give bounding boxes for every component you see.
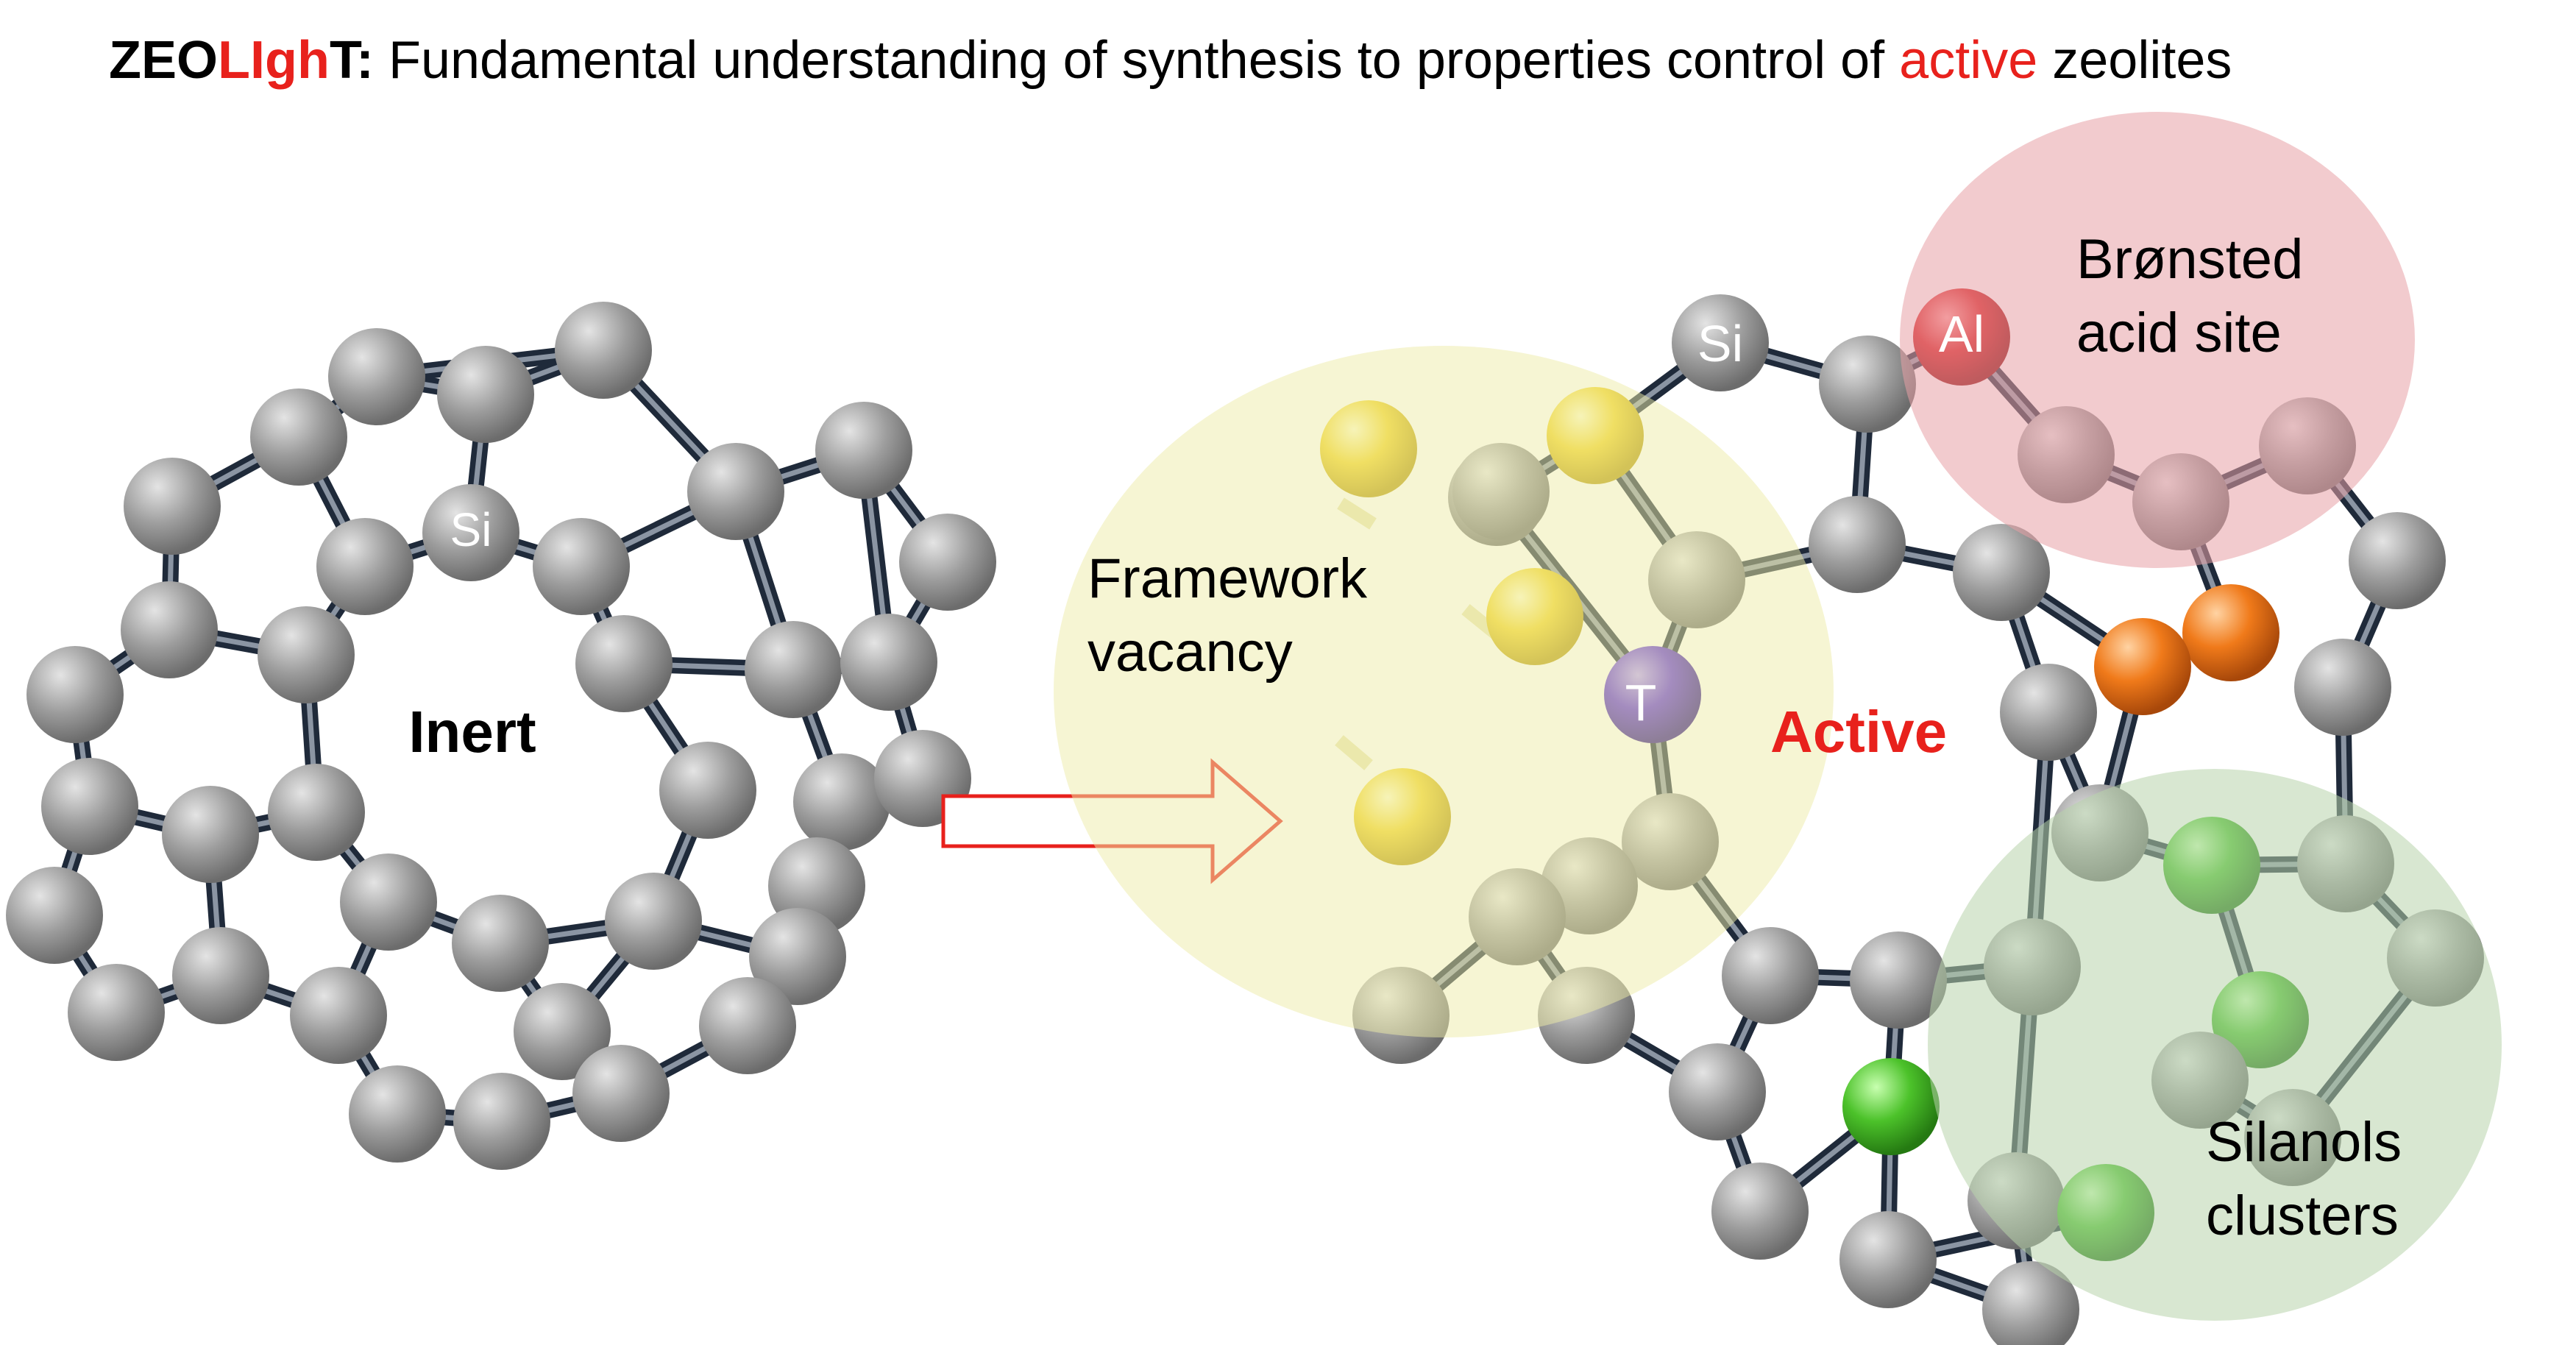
- gray-atom: [1819, 336, 1916, 433]
- gray-atom: [533, 518, 630, 615]
- gray-atom: [349, 1065, 446, 1163]
- gray-atom: [575, 615, 673, 712]
- page-title: ZEOLIghT: Fundamental understanding of s…: [109, 28, 2232, 93]
- gray-atom: [6, 867, 103, 964]
- gray-atom: [340, 854, 437, 951]
- si-atom: [422, 484, 519, 581]
- title-text-after: zeolites: [2037, 31, 2232, 90]
- gray-atom: [2294, 639, 2391, 736]
- left-si-label: Si: [450, 503, 492, 556]
- gray-atom: [1839, 1211, 1937, 1308]
- acid-site-atom: [2094, 618, 2191, 715]
- gray-atom: [328, 328, 425, 425]
- gray-atom: [687, 443, 784, 540]
- al-label: Al: [1939, 305, 1984, 363]
- left-framework-atoms: [6, 302, 996, 1170]
- brand-part-ligh: LIgh: [218, 31, 330, 90]
- gray-atom: [555, 302, 652, 399]
- gray-atom: [1669, 1043, 1766, 1140]
- gray-atom: [745, 621, 842, 718]
- title-highlight: active: [1899, 31, 2038, 90]
- gray-atom: [605, 873, 702, 970]
- gray-atom: [1722, 927, 1819, 1024]
- gray-atom: [699, 977, 796, 1074]
- gray-atom: [452, 895, 549, 992]
- active-label: Active: [1770, 699, 1947, 764]
- bronsted-label-line2: acid site: [2076, 302, 2282, 364]
- gray-atom: [250, 388, 347, 486]
- gray-atom: [162, 786, 259, 883]
- gray-atom: [659, 742, 756, 839]
- gray-atom: [840, 614, 937, 711]
- brand-name: ZEOLIghT:: [109, 31, 374, 90]
- bronsted-label-line1: Brønsted: [2076, 228, 2303, 291]
- acid-site-atom: [2182, 584, 2279, 681]
- gray-atom: [124, 458, 221, 555]
- gray-atom: [2000, 664, 2097, 761]
- gray-atom: [26, 646, 124, 743]
- right-si-label: Si: [1697, 315, 1743, 372]
- gray-atom: [41, 758, 138, 855]
- framework-vacancy-label-line2: vacancy: [1087, 621, 1293, 684]
- gray-atom: [437, 346, 534, 443]
- gray-atom: [258, 606, 355, 703]
- gray-atom: [121, 581, 218, 678]
- gray-atom: [268, 764, 365, 861]
- title-text-before: Fundamental understanding of synthesis t…: [373, 31, 1900, 90]
- gray-atom: [316, 518, 414, 615]
- gray-atom: [899, 514, 996, 611]
- t-atom-label: T: [1625, 674, 1657, 731]
- gray-atom: [514, 983, 611, 1080]
- gray-atom: [1809, 496, 1906, 593]
- inert-label: Inert: [408, 699, 536, 764]
- gray-atom: [1850, 931, 1947, 1029]
- gray-atom: [1711, 1163, 1809, 1260]
- si-atom: [1672, 294, 1769, 391]
- gray-atom: [572, 1045, 670, 1142]
- silanols-region: [1928, 769, 2502, 1321]
- framework-vacancy-label-line1: Framework: [1087, 547, 1368, 610]
- gray-atom: [290, 967, 387, 1064]
- gray-atom: [1953, 524, 2050, 621]
- brand-part-t: T: [329, 31, 356, 90]
- gray-atom: [793, 753, 890, 851]
- brand-part-zeo: ZEO: [109, 31, 219, 90]
- gray-atom: [749, 908, 846, 1005]
- silanol-atom: [1842, 1058, 1940, 1155]
- bronsted-acid-region: [1900, 112, 2415, 568]
- brand-colon: :: [355, 31, 374, 90]
- gray-atom: [815, 402, 912, 499]
- silanols-label-line2: clusters: [2206, 1185, 2399, 1247]
- gray-atom: [1982, 1261, 2079, 1345]
- gray-atom: [68, 964, 165, 1061]
- gray-atom: [453, 1073, 550, 1170]
- gray-atom: [2349, 512, 2446, 609]
- gray-atom: [172, 927, 269, 1024]
- framework-vacancy-region: [1054, 346, 1834, 1037]
- silanols-label-line1: Silanols: [2206, 1111, 2402, 1174]
